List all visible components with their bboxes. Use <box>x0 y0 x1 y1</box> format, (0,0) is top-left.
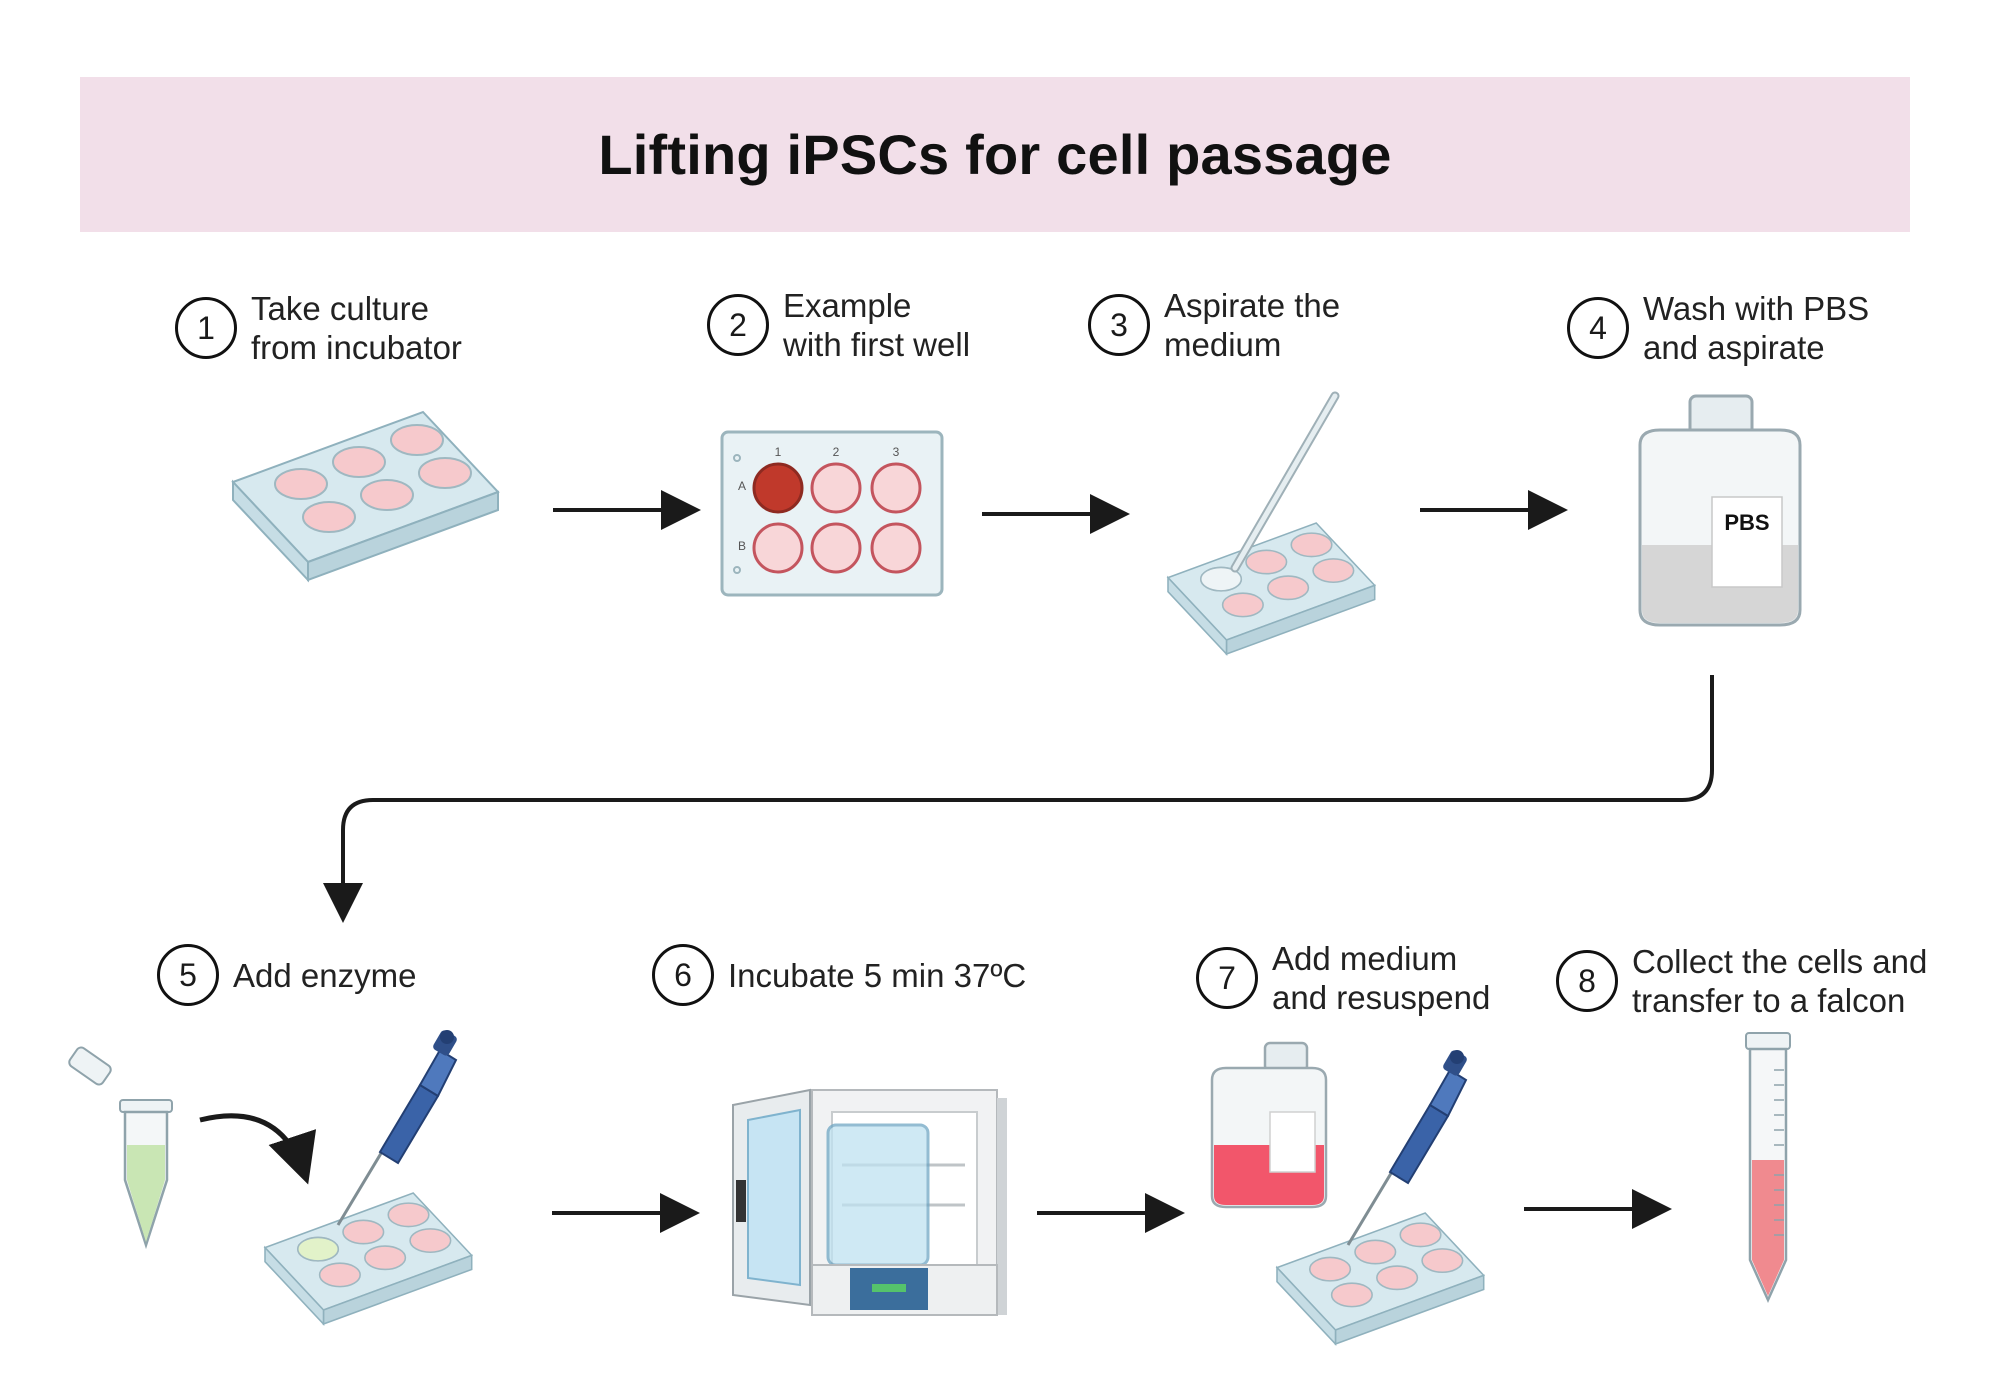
plate-row-label: A <box>738 479 746 493</box>
micropipette-icon <box>336 1030 458 1226</box>
well-plate-icon <box>232 411 499 581</box>
step-label: Wash with PBS and aspirate <box>1643 290 1870 366</box>
step-6: 6 Incubate 5 min 37ºC <box>652 944 1026 1006</box>
step-number: 3 <box>1088 294 1150 356</box>
bottle-label: PBS <box>1724 510 1769 535</box>
pbs-bottle-icon: PBS <box>1638 394 1802 627</box>
step-label: Add medium and resuspend <box>1272 940 1491 1016</box>
transfer-arrow <box>199 1113 317 1185</box>
step-label: Incubate 5 min 37ºC <box>728 956 1027 994</box>
step-2: 2 Example with first well <box>707 286 970 364</box>
step-4: 4 Wash with PBS and aspirate <box>1567 289 1869 367</box>
step-8: 8 Collect the cells and transfer to a fa… <box>1556 942 1927 1020</box>
aspirate-plate-icon <box>1167 522 1376 655</box>
step-label: Add enzyme <box>233 956 417 994</box>
step-number: 7 <box>1196 947 1258 1009</box>
plate-col-label: 3 <box>893 445 900 459</box>
well-a1 <box>752 462 804 514</box>
aspirator-pipette-icon <box>1230 391 1340 573</box>
plate-row-label: B <box>738 539 746 553</box>
well-a3 <box>870 462 922 514</box>
medium-bottle-icon <box>1210 1041 1328 1209</box>
plate-col-label: 1 <box>775 445 782 459</box>
page-title: Lifting iPSCs for cell passage <box>598 123 1392 186</box>
step-7: 7 Add medium and resuspend <box>1196 939 1490 1017</box>
step-3: 3 Aspirate the medium <box>1088 286 1340 364</box>
step-1: 1 Take culture from incubator <box>175 289 462 367</box>
step-label: Aspirate the medium <box>1164 287 1341 363</box>
enzyme-tube-icon <box>68 1046 173 1250</box>
title-banner: Lifting iPSCs for cell passage <box>80 77 1910 232</box>
plate-top-view-icon: 1 2 3 A B <box>720 430 944 597</box>
step-5: 5 Add enzyme <box>157 944 416 1006</box>
plate-col-label: 2 <box>833 445 840 459</box>
step-label: Take culture from incubator <box>251 290 462 366</box>
step-number: 5 <box>157 944 219 1006</box>
incubator-icon <box>732 1088 1007 1316</box>
step-number: 6 <box>652 944 714 1006</box>
micropipette-icon <box>1346 1050 1468 1246</box>
well-b1 <box>752 522 804 574</box>
step-number: 8 <box>1556 950 1618 1012</box>
step-number: 1 <box>175 297 237 359</box>
step-label: Example with first well <box>783 287 971 363</box>
resuspend-plate-icon <box>1276 1212 1485 1345</box>
step-number: 4 <box>1567 297 1629 359</box>
arrow-4-5 <box>323 675 1714 923</box>
enzyme-plate-icon <box>264 1192 473 1325</box>
well-b3 <box>870 522 922 574</box>
well-b2 <box>810 522 862 574</box>
well-a2 <box>810 462 862 514</box>
step-number: 2 <box>707 294 769 356</box>
falcon-tube-icon <box>1745 1032 1791 1304</box>
step-label: Collect the cells and transfer to a falc… <box>1632 943 1928 1019</box>
